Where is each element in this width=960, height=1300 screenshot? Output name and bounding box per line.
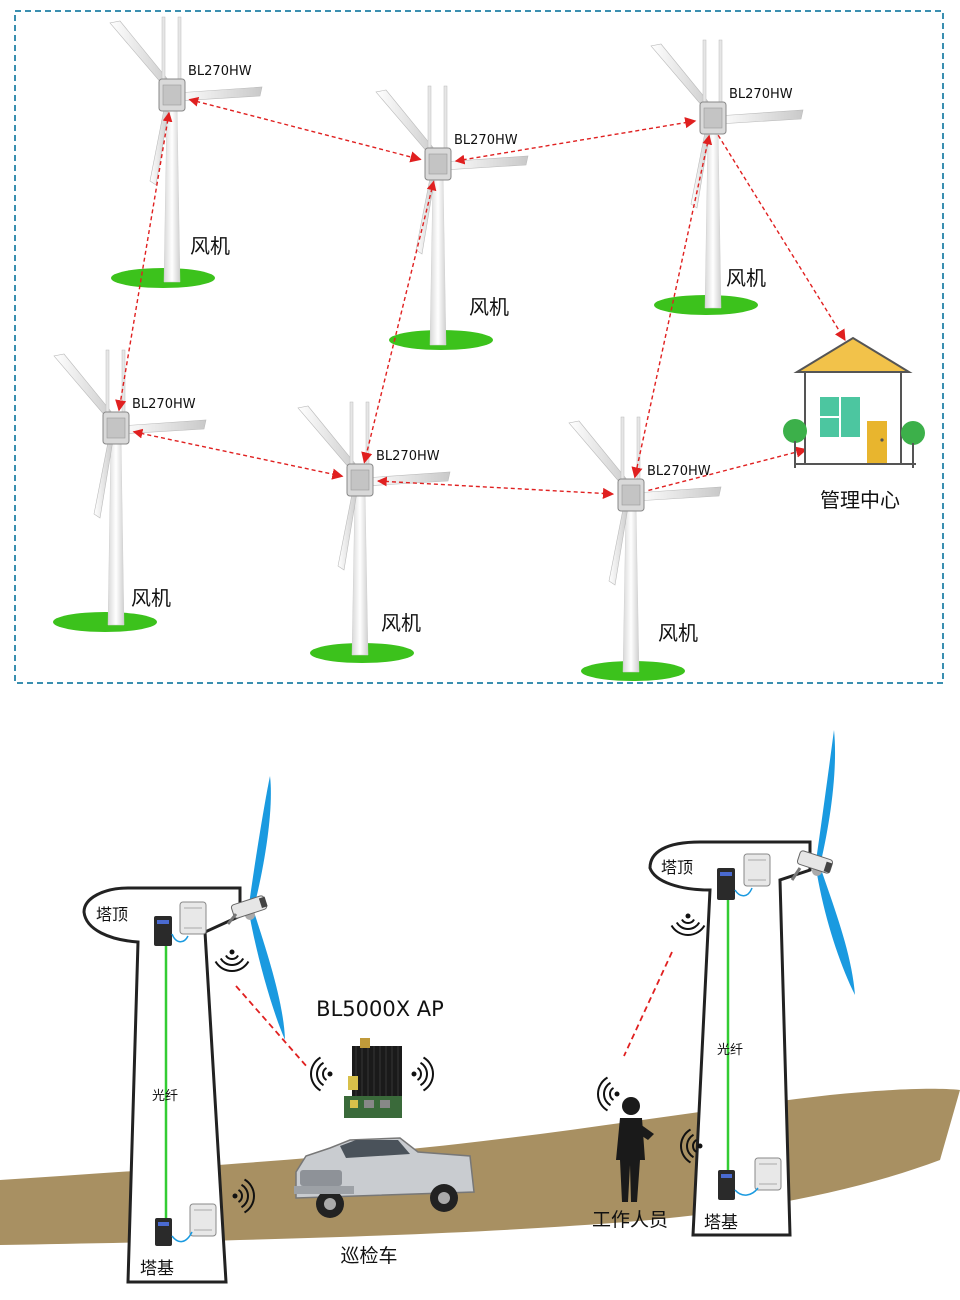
camera-icon xyxy=(790,850,834,881)
ap-model-label: BL270HW xyxy=(647,464,711,479)
turbine-label: 风机 xyxy=(469,295,509,319)
wifi-signal-icon xyxy=(680,1128,703,1164)
turbine-t1: BL270HW 风机 xyxy=(109,16,263,288)
turbine-tower xyxy=(351,489,369,656)
antenna-icon xyxy=(427,85,432,151)
wireless-link xyxy=(648,446,808,492)
turbine-label: 风机 xyxy=(381,611,421,635)
antenna-icon xyxy=(161,16,166,82)
inspection-vehicle-icon xyxy=(294,1137,475,1218)
house-roof xyxy=(793,336,913,373)
outdoor-ap-icon xyxy=(179,901,207,935)
turbine-blades xyxy=(650,43,804,209)
wifi-signal-icon xyxy=(310,1056,333,1092)
turbine-label: 风机 xyxy=(726,266,766,290)
antenna-icon xyxy=(349,401,354,467)
wifi-signal-icon xyxy=(214,949,250,972)
turbine-blades xyxy=(568,420,722,586)
tree-icon xyxy=(783,419,807,468)
turbine-tower xyxy=(163,104,181,283)
house-door xyxy=(867,421,887,464)
wireless-link xyxy=(717,134,846,341)
tower-base-label-left: 塔基 xyxy=(140,1259,174,1279)
turbine-t3: BL270HW 风机 xyxy=(650,39,804,315)
wifi-signal-icon xyxy=(670,913,706,936)
ground-patch xyxy=(111,268,215,288)
ap-model-label: BL270HW xyxy=(132,397,196,412)
outdoor-ap-icon xyxy=(189,1203,217,1237)
turbine-tower xyxy=(622,504,640,673)
switch-icon xyxy=(717,868,735,900)
bl5000x-board-icon xyxy=(344,1038,402,1118)
turbine-t4: BL270HW 风机 xyxy=(53,349,207,632)
wireless-link xyxy=(376,476,615,500)
switch-icon xyxy=(155,1218,172,1246)
antenna-icon xyxy=(702,39,707,105)
wireless-link xyxy=(361,180,437,464)
management-center-label: 管理中心 xyxy=(820,488,900,512)
wifi-signal-group xyxy=(214,913,706,1214)
management-center: 管理中心 xyxy=(783,336,925,512)
wireless-link xyxy=(454,117,697,165)
antenna-icon xyxy=(636,416,641,482)
wireless-link-left xyxy=(235,985,309,1069)
ap-model-label: BL270HW xyxy=(454,133,518,148)
outdoor-ap-icon xyxy=(743,853,771,887)
ap-model-label: BL270HW xyxy=(376,449,440,464)
antenna-icon xyxy=(105,349,110,415)
switch-icon xyxy=(718,1170,735,1200)
turbine-tower xyxy=(704,127,722,309)
turbine-blades xyxy=(109,20,263,186)
fiber-label-left: 光纤 xyxy=(152,1089,178,1104)
turbine-t2: BL270HW 风机 xyxy=(375,85,529,350)
tower-top-label-left: 塔顶 xyxy=(96,905,128,924)
vehicle-label: 巡检车 xyxy=(340,1245,397,1267)
link-group xyxy=(115,96,846,500)
bl5000x-title: BL5000X AP xyxy=(316,997,444,1021)
wifi-signal-icon xyxy=(597,1076,620,1112)
antenna-icon xyxy=(443,85,448,151)
left-tower: 塔顶 光纤 塔基 xyxy=(82,886,242,1284)
outdoor-ap-icon xyxy=(754,1157,782,1191)
wifi-signal-icon xyxy=(232,1178,255,1214)
right-tower: 塔顶 光纤 塔基 xyxy=(648,840,812,1237)
turbine-t5: BL270HW 风机 xyxy=(297,401,451,663)
tower-base-label-right: 塔基 xyxy=(704,1213,738,1233)
switch-icon xyxy=(154,916,172,946)
left-tower-outline xyxy=(82,886,242,1284)
tree-icon xyxy=(901,421,925,468)
ap-model-label: BL270HW xyxy=(729,87,793,102)
worker-label: 工作人员 xyxy=(592,1209,668,1231)
turbine-group: BL270HW风机BL270HW风机BL270HW风机BL270HW风机BL27… xyxy=(53,16,804,681)
wireless-link xyxy=(132,428,344,480)
right-tower-outline xyxy=(648,840,812,1237)
ground-patch xyxy=(53,612,157,632)
wireless-link xyxy=(188,96,422,163)
turbine-label: 风机 xyxy=(131,586,171,610)
turbine-tower xyxy=(107,437,125,626)
antenna-icon xyxy=(177,16,182,82)
antenna-icon xyxy=(718,39,723,105)
turbine-blades xyxy=(375,89,529,255)
turbine-blades xyxy=(297,405,451,571)
turbine-label: 风机 xyxy=(190,234,230,258)
camera-icon xyxy=(226,895,268,925)
wireless-link xyxy=(631,134,713,479)
worker-icon xyxy=(616,1097,654,1202)
ap-model-label: BL270HW xyxy=(188,64,252,79)
wifi-signal-icon xyxy=(411,1056,434,1092)
turbine-blades xyxy=(53,353,207,519)
turbine-tower xyxy=(429,173,447,346)
wireless-link xyxy=(115,111,173,412)
turbine-t6: BL270HW 风机 xyxy=(568,416,722,681)
top-frame xyxy=(14,10,944,684)
antenna-icon xyxy=(620,416,625,482)
turbine-label: 风机 xyxy=(658,621,698,645)
fiber-label-right: 光纤 xyxy=(717,1043,743,1058)
wireless-link-right xyxy=(623,951,673,1057)
tower-top-label-right: 塔顶 xyxy=(661,858,693,877)
